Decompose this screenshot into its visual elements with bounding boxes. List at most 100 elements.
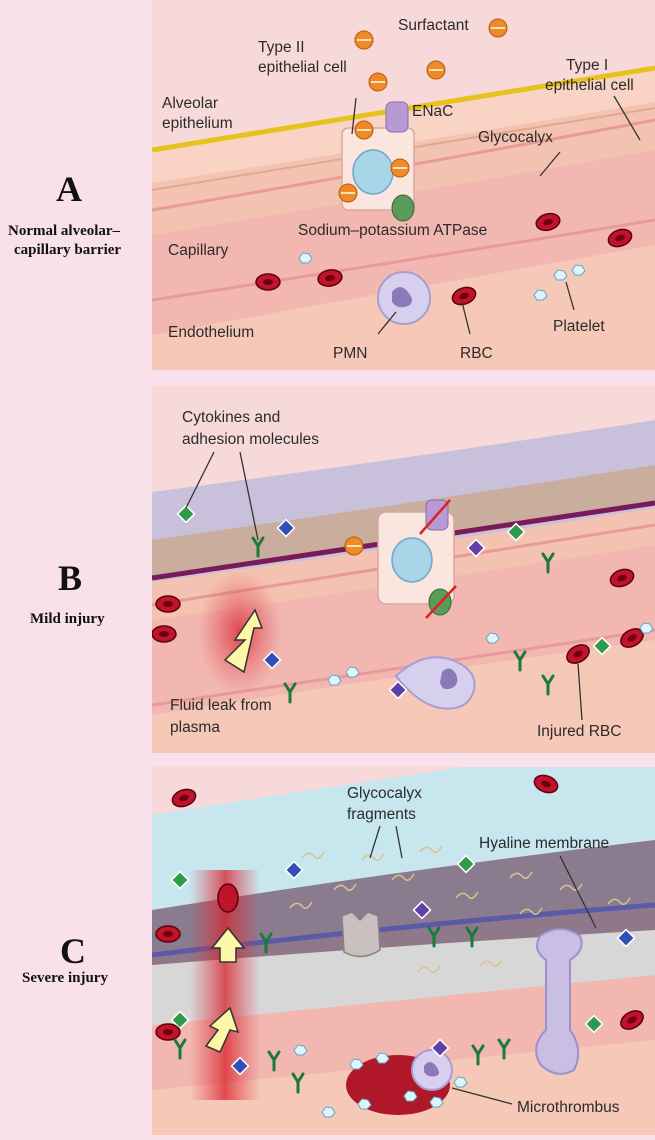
glycocalyx-fragment-icon [455, 891, 479, 899]
glycocalyx-fragment-icon [519, 907, 543, 915]
glycocalyx-fragment-icon [289, 901, 313, 909]
platelet-icon [453, 1076, 468, 1088]
panel-c-microthrombus [346, 1049, 453, 1115]
cytokine-icon [584, 1014, 604, 1034]
platelet-icon [327, 674, 342, 686]
panel-a-surfactant-group [338, 18, 508, 203]
panel-b-enac-strike [419, 499, 451, 535]
glycocalyx-fragment-icon [301, 851, 325, 859]
adhesion-molecule-icon [267, 1050, 281, 1072]
rbc-center [263, 279, 273, 285]
panel-b-pmn-nucleus [440, 668, 458, 690]
adhesion-molecule-icon [251, 536, 265, 558]
cytokine-icon [456, 854, 476, 874]
label-microthrombus: Microthrombus [517, 1099, 620, 1116]
label-cytokines-line1: Cytokines and [182, 409, 281, 426]
panel-b [152, 386, 655, 753]
adhesion-molecule-icon [541, 552, 555, 574]
rbc-center [163, 931, 173, 937]
panel-a-caption-line1: Normal alveolar– [8, 223, 121, 239]
platelet-icon [349, 1058, 364, 1070]
rbc-center [325, 274, 335, 282]
rbc-center [163, 1029, 173, 1035]
rbc-center [163, 601, 173, 607]
label-type2-line2: epithelial cell [258, 59, 347, 76]
label-platelet: Platelet [553, 318, 605, 335]
label-pmn: PMN [333, 345, 368, 362]
label-type1-line2: epithelial cell [545, 77, 634, 94]
label-fragments-line2: fragments [347, 806, 416, 823]
cytokine-icon [170, 870, 190, 890]
adhesion-molecule-icon [497, 1038, 511, 1060]
panel-a-pmn-nucleus [392, 287, 412, 308]
panel-c [152, 767, 655, 1135]
adhesion-molecule-icon [291, 1072, 305, 1094]
cytokine-icon [170, 1010, 190, 1030]
adhesion-molecule-icon [173, 1038, 187, 1060]
adhesion-molecule-icon [471, 1044, 485, 1066]
panel-a-capillary-wall-bottom [152, 218, 655, 302]
adhesion-molecule-icon [513, 650, 527, 672]
rbc-center [179, 794, 189, 802]
platelet-icon [533, 289, 548, 301]
panel-b-cytokine-group [176, 504, 612, 700]
platelet-icon [375, 1052, 390, 1064]
panel-b-platelet-group [327, 622, 654, 686]
label-capillary: Capillary [168, 242, 229, 259]
glycocalyx-fragment-icon [419, 845, 443, 853]
platelet-icon [639, 622, 654, 634]
panel-b-surfactant-group [344, 536, 364, 556]
panel-a-caption-line2: capillary barrier [14, 242, 122, 258]
platelet-icon [553, 269, 568, 281]
panel-a-enac-channel [385, 101, 409, 133]
cytokine-icon [262, 650, 282, 670]
label-atpase: Sodium–potassium ATPase [298, 222, 488, 239]
adhesion-molecule-icon [465, 926, 479, 948]
glycocalyx-fragment-icon [391, 873, 415, 881]
label-fluid-line1: Fluid leak from [170, 697, 272, 714]
glycocalyx-fragment-icon [607, 897, 631, 905]
panel-b-activated-pmn [394, 656, 476, 710]
glycocalyx-fragment-icon [333, 883, 357, 891]
rbc-center [543, 218, 553, 226]
panel-a-leader-lines [351, 95, 641, 335]
rbc-center [459, 292, 469, 300]
label-fragments-line1: Glycocalyx [347, 785, 422, 802]
glycocalyx-fragment-icon [509, 871, 533, 879]
panel-c-letter: C [60, 931, 86, 971]
platelet-icon [429, 1096, 444, 1108]
glycocalyx-fragment-icon [479, 959, 503, 967]
platelet-icon [293, 1044, 308, 1056]
rbc-center [627, 634, 637, 642]
panel-a [152, 0, 655, 370]
cytokine-icon [284, 860, 304, 880]
platelet-icon [571, 264, 586, 276]
adhesion-molecule-icon [259, 932, 273, 954]
panel-a-type2-nucleus [352, 149, 394, 195]
panel-c-rbc-group [155, 774, 644, 1041]
label-type2-line1: Type II [258, 39, 305, 56]
cytokine-icon [466, 538, 486, 558]
panel-b-letter: B [58, 558, 83, 598]
label-endothelium: Endothelium [168, 324, 255, 341]
panel-b-leak-arrow [223, 608, 264, 674]
rbc-center [159, 631, 169, 637]
label-alveolar-line2: epithelium [162, 115, 233, 132]
label-cytokines-line2: adhesion molecules [182, 431, 320, 448]
label-hyaline: Hyaline membrane [479, 835, 610, 852]
panel-c-hyaline-membrane [152, 840, 655, 965]
panel-c-caption-line1: Severe injury [22, 970, 108, 986]
rbc-center [615, 234, 625, 242]
cytokine-icon [230, 1056, 250, 1076]
panel-b-adhesion-group [251, 536, 555, 704]
platelet-icon [357, 1098, 372, 1110]
adhesion-molecule-icon [427, 926, 441, 948]
panel-a-rbc-group [255, 212, 633, 306]
panel-b-leader-lines [185, 451, 583, 721]
panel-a-platelet-group [298, 252, 586, 301]
label-rbc: RBC [460, 345, 493, 362]
platelet-icon [345, 666, 360, 678]
cytokine-icon [430, 1038, 450, 1058]
